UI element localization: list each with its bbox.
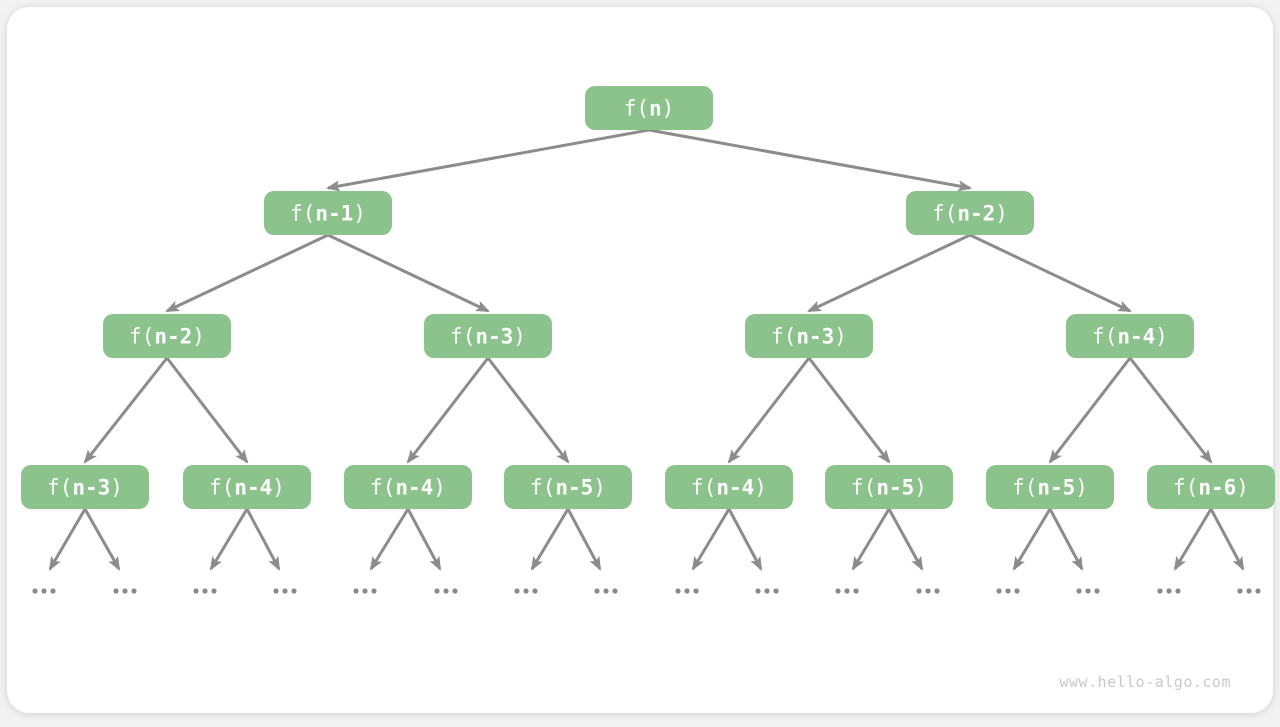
leaf-edge xyxy=(887,508,924,571)
leaf-edge xyxy=(530,508,570,571)
watermark: www.hello-algo.com xyxy=(1059,673,1231,691)
tree-node-label: f(n-4) xyxy=(1092,325,1168,349)
leaf-edge xyxy=(851,508,891,571)
leaf-edge xyxy=(209,508,249,571)
tree-node-label: f(n-1) xyxy=(290,202,366,226)
tree-node-box xyxy=(183,465,311,509)
leaf-edge xyxy=(1173,508,1213,571)
tree-node-label: f(n-5) xyxy=(530,476,606,500)
tree-node-box xyxy=(344,465,472,509)
tree-node-box xyxy=(1147,465,1275,509)
tree-node-label: f(n-6) xyxy=(1173,476,1249,500)
tree-node: f(n-3) xyxy=(745,314,873,358)
tree-node-label: f(n-2) xyxy=(129,325,205,349)
tree-node: f(n-1) xyxy=(264,191,392,235)
leaf-ellipsis xyxy=(32,588,56,594)
tree-edge xyxy=(727,357,811,464)
tree-node: f(n-3) xyxy=(21,465,149,509)
tree-node-box xyxy=(264,191,392,235)
tree-edge xyxy=(83,357,169,464)
leaf-ellipsis xyxy=(594,588,618,594)
leaf-edge xyxy=(1209,508,1245,571)
leaf-edge xyxy=(406,508,442,571)
leaf-ellipsis xyxy=(916,588,940,594)
recursion-tree: f(n) f(n-1) f(n-2) f(n-2) f(n-3) f(n-3) f(n-4)… xyxy=(21,86,1275,594)
tree-node-label: f(n) xyxy=(624,97,675,121)
tree-node-label: f(n-3) xyxy=(47,476,123,500)
tree-node: f(n-5) xyxy=(825,465,953,509)
tree-node-box xyxy=(103,314,231,358)
tree-edge xyxy=(969,233,1132,313)
leaf-edge xyxy=(691,508,731,571)
tree-node: f(n-4) xyxy=(665,465,793,509)
tree-node: f(n-4) xyxy=(344,465,472,509)
figure-card: f(n) f(n-1) f(n-2) f(n-2) f(n-3) f(n-3) f(n-4)… xyxy=(7,7,1275,713)
leaf-ellipsis xyxy=(193,588,217,594)
tree-node-label: f(n-2) xyxy=(932,202,1008,226)
leaf-edge xyxy=(245,508,281,571)
tree-node-box xyxy=(424,314,552,358)
tree-edge xyxy=(406,357,490,464)
tree-node-label: f(n-5) xyxy=(851,476,927,500)
leaf-edge xyxy=(1012,508,1052,571)
tree-node: f(n-3) xyxy=(424,314,552,358)
tree-node-label: f(n-4) xyxy=(691,476,767,500)
leaf-ellipsis xyxy=(1076,588,1100,594)
tree-node-box xyxy=(825,465,953,509)
leaf-edge xyxy=(48,508,87,571)
tree-node: f(n-4) xyxy=(1066,314,1194,358)
tree-node: f(n-2) xyxy=(906,191,1034,235)
tree-node-label: f(n-3) xyxy=(450,325,526,349)
tree-node-box xyxy=(585,86,713,130)
leaf-ellipsis xyxy=(675,588,699,594)
tree-node: f(n-4) xyxy=(183,465,311,509)
tree-node-box xyxy=(986,465,1114,509)
leaf-ellipsis xyxy=(514,588,538,594)
tree-node-label: f(n-4) xyxy=(209,476,285,500)
tree-node-box xyxy=(745,314,873,358)
tree-edge xyxy=(327,233,490,313)
tree-edge xyxy=(165,233,329,313)
tree-edge xyxy=(1048,357,1132,464)
tree-edge xyxy=(325,128,650,192)
tree-node-box xyxy=(665,465,793,509)
tree-node: f(n-5) xyxy=(986,465,1114,509)
tree-node: f(n-6) xyxy=(1147,465,1275,509)
tree-node-box xyxy=(906,191,1034,235)
leaf-edge xyxy=(566,508,602,571)
leaf-ellipsis xyxy=(1157,588,1181,594)
leaf-ellipsis xyxy=(353,588,377,594)
leaf-ellipsis xyxy=(113,588,137,594)
leaf-ellipsis xyxy=(996,588,1020,594)
leaf-edge xyxy=(727,508,763,571)
tree-node: f(n) xyxy=(585,86,713,130)
tree-node-label: f(n-4) xyxy=(370,476,446,500)
leaf-edge xyxy=(83,508,121,571)
tree-node: f(n-2) xyxy=(103,314,231,358)
leaf-ellipsis xyxy=(755,588,779,594)
leaf-edge xyxy=(369,508,410,571)
leaf-ellipsis xyxy=(1237,588,1261,594)
tree-node: f(n-5) xyxy=(504,465,632,509)
tree-node-box xyxy=(1066,314,1194,358)
tree-node-label: f(n-3) xyxy=(771,325,847,349)
leaf-ellipsis xyxy=(273,588,297,594)
tree-node-box xyxy=(21,465,149,509)
leaf-ellipsis xyxy=(835,588,859,594)
tree-edge xyxy=(165,357,249,464)
tree-edge xyxy=(807,357,891,464)
tree-node-box xyxy=(504,465,632,509)
leaf-ellipsis xyxy=(434,588,458,594)
leaf-edge xyxy=(1048,508,1084,571)
tree-edge xyxy=(486,357,570,464)
tree-edge xyxy=(648,128,973,192)
tree-edge xyxy=(1128,357,1213,464)
tree-edge xyxy=(807,233,971,313)
tree-node-label: f(n-5) xyxy=(1012,476,1088,500)
